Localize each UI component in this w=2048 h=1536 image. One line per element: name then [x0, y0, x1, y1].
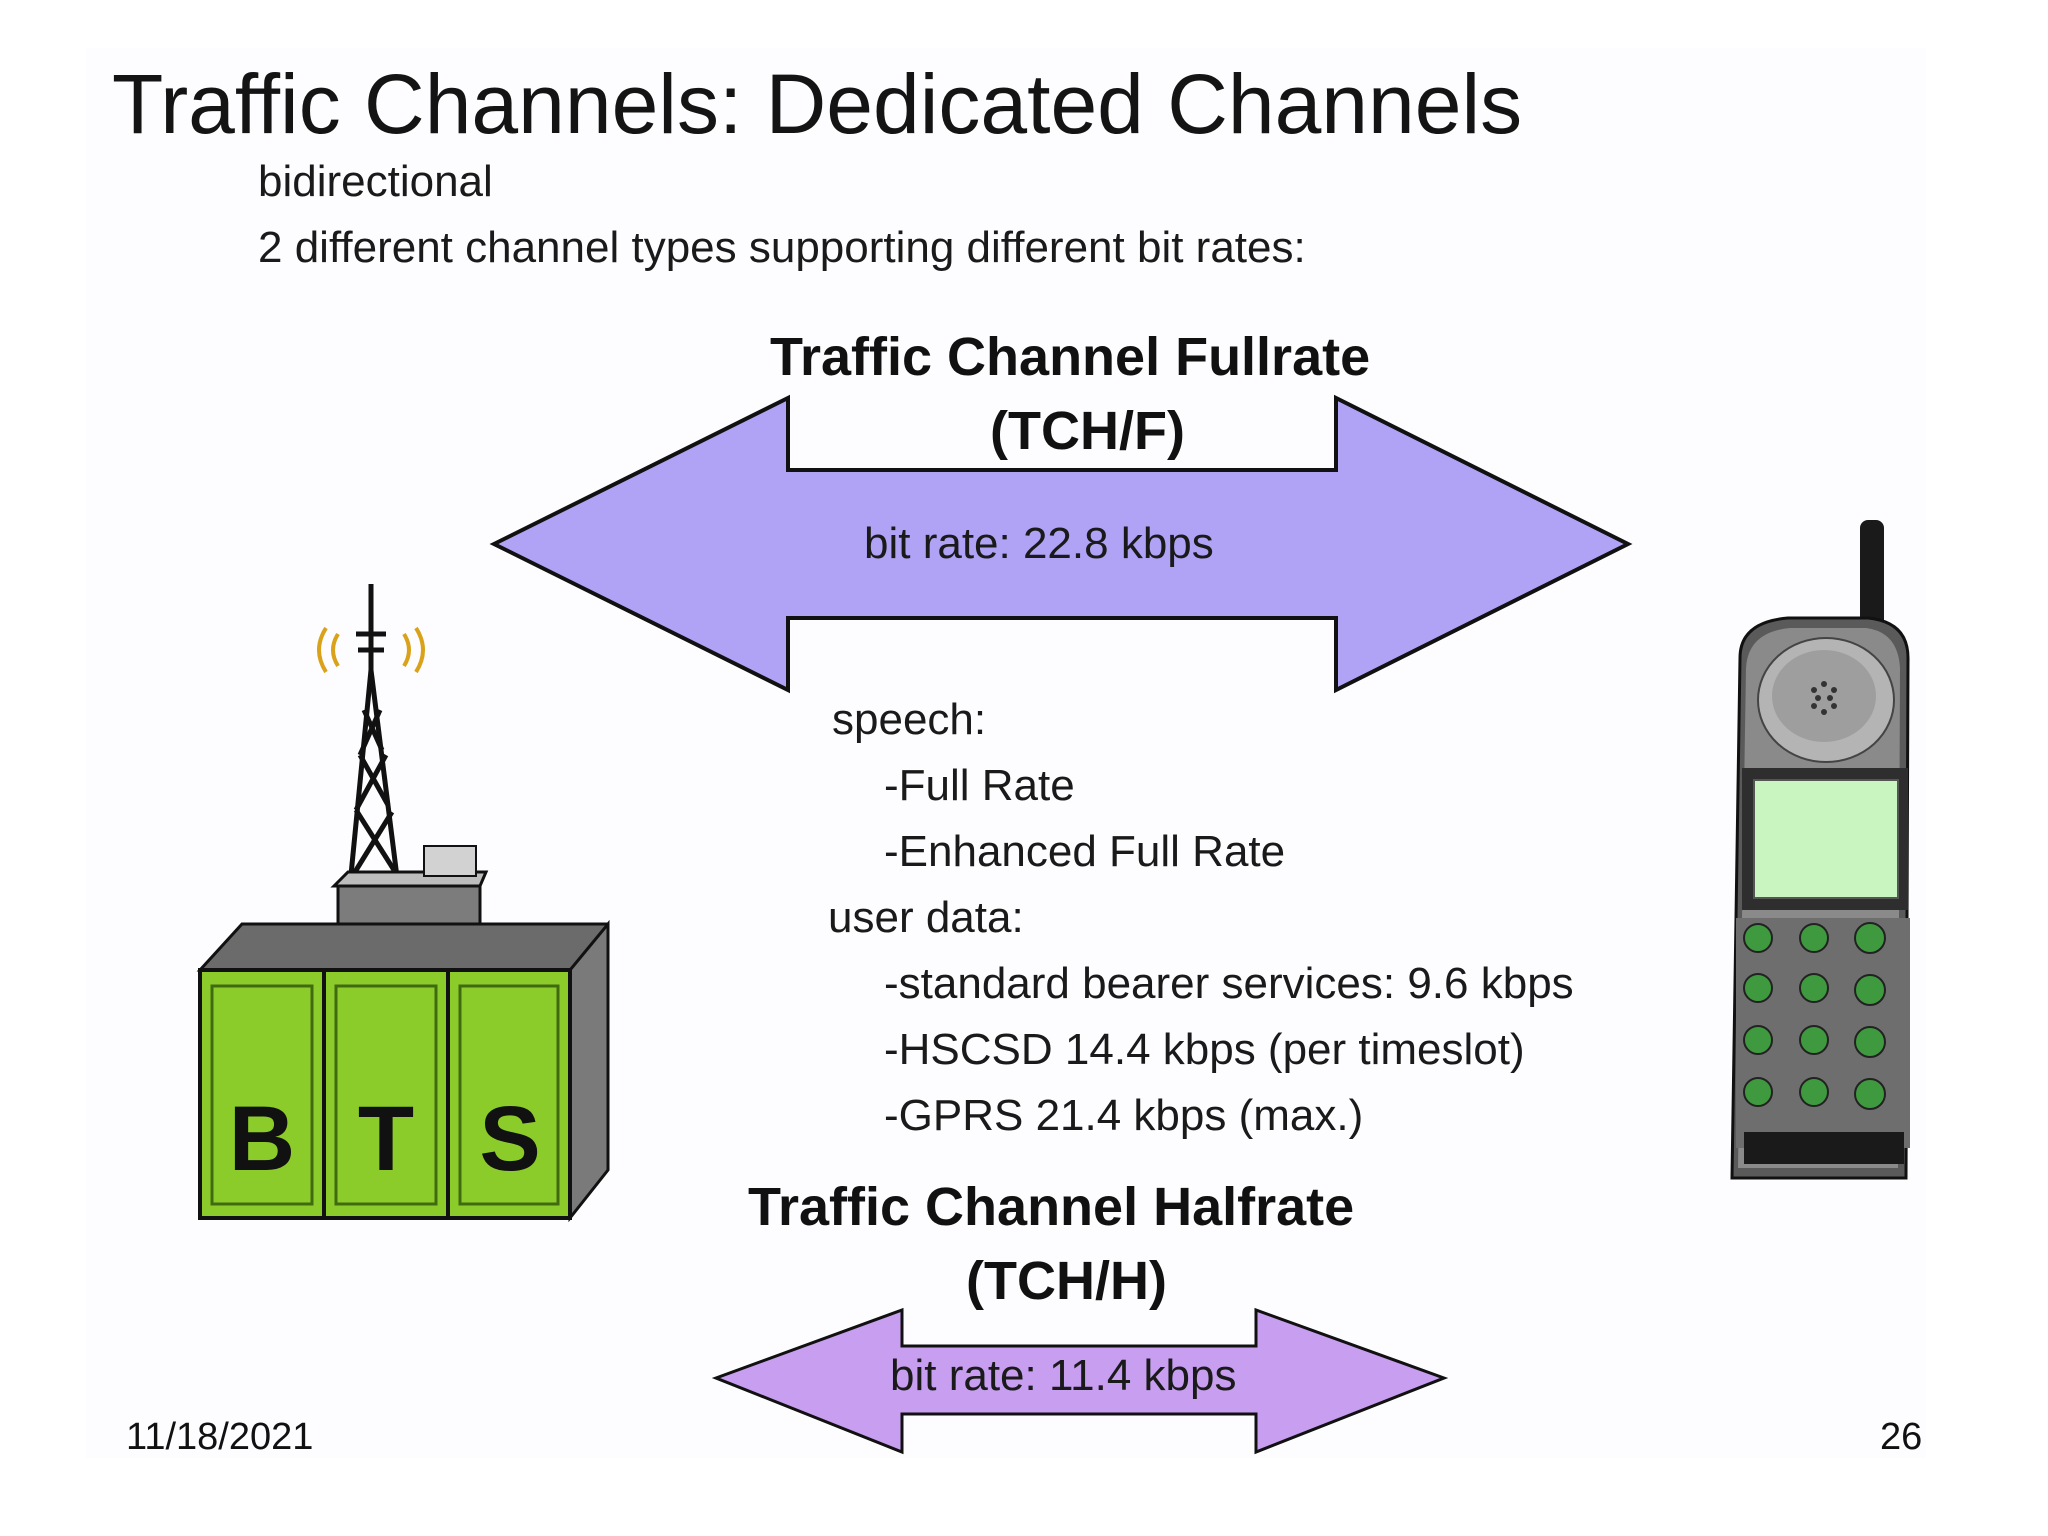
bullet-bidirectional: bidirectional	[258, 157, 493, 206]
halfrate-bitrate: bit rate: 11.4 kbps	[890, 1351, 1237, 1400]
keypad-icon	[1743, 922, 1886, 1110]
speech-item-full-rate: -Full Rate	[884, 761, 1075, 810]
fullrate-abbr: (TCH/F)	[990, 401, 1185, 461]
radio-waves-icon	[317, 626, 425, 674]
data-item-standard: -standard bearer services: 9.6 kbps	[884, 959, 1574, 1008]
mobile-phone-icon	[1730, 520, 1910, 1180]
data-heading: user data:	[828, 893, 1024, 942]
bts-letter-b: B	[229, 1088, 295, 1190]
footer-date: 11/18/2021	[126, 1416, 314, 1458]
base-station-icon: B T S	[196, 584, 610, 1223]
antenna-tower-icon	[347, 584, 401, 886]
speech-item-enhanced: -Enhanced Full Rate	[884, 827, 1286, 876]
data-item-hscsd: -HSCSD 14.4 kbps (per timeslot)	[884, 1025, 1525, 1074]
bts-letter-s: S	[479, 1088, 540, 1190]
speaker-grille-icon	[1811, 681, 1837, 715]
halfrate-heading: Traffic Channel Halfrate	[748, 1177, 1355, 1237]
slide-background	[86, 48, 1926, 1458]
bts-letter-t: T	[358, 1088, 414, 1190]
fullrate-bitrate: bit rate: 22.8 kbps	[864, 519, 1214, 568]
speech-heading: speech:	[832, 695, 987, 744]
fullrate-heading: Traffic Channel Fullrate	[770, 327, 1371, 387]
halfrate-abbr: (TCH/H)	[966, 1251, 1167, 1311]
data-item-gprs: -GPRS 21.4 kbps (max.)	[884, 1091, 1364, 1140]
bullet-channel-types: 2 different channel types supporting dif…	[258, 223, 1306, 272]
slide-title: Traffic Channels: Dedicated Channels	[112, 57, 1523, 151]
page-number: 26	[1880, 1416, 1923, 1458]
